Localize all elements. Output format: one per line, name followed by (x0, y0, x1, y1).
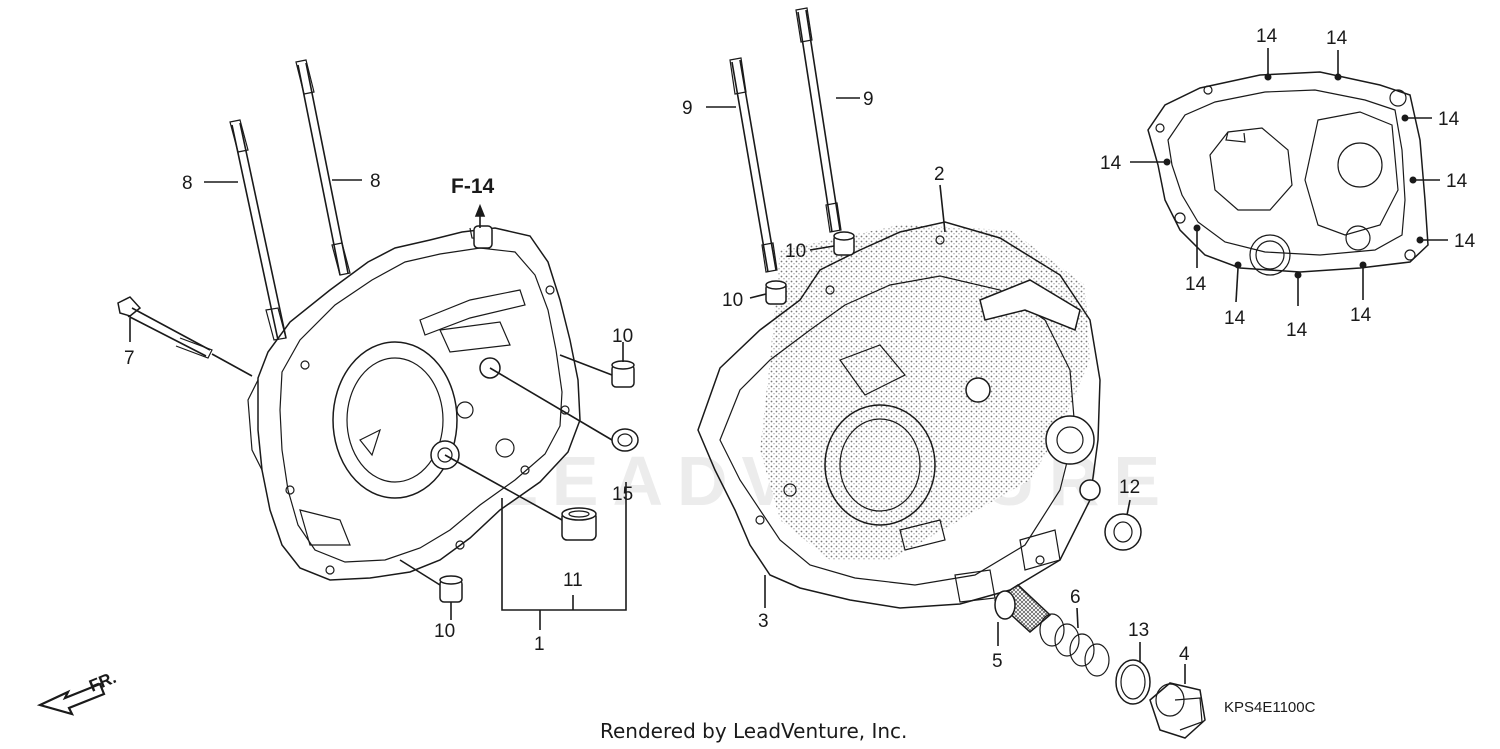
callout-14-bottom-center-right: 14 (1286, 320, 1308, 341)
front-direction-arrow-icon (36, 682, 106, 716)
stud-bolt-9a (729, 57, 778, 273)
flange-bolt-7 (117, 296, 253, 377)
leader-11 (444, 454, 563, 521)
diagram-code: KPS4E1100C (1224, 699, 1316, 716)
callout-14-top-left: 14 (1256, 26, 1278, 47)
left-crankcase-half (247, 225, 581, 581)
callout-3: 3 (758, 611, 769, 632)
callout-14-bottom-right: 14 (1350, 305, 1372, 326)
callout-5: 5 (992, 651, 1003, 672)
callout-14-bottom-center-left: 14 (1224, 308, 1246, 329)
callout-9-left: 9 (682, 98, 693, 119)
stud-bolt-8b (295, 59, 351, 276)
callout-4: 4 (1179, 644, 1190, 665)
leader-10a (559, 354, 613, 376)
oil-seal-15 (611, 428, 639, 452)
leader-15 (489, 367, 613, 441)
bracket-1 (501, 482, 627, 611)
callout-6: 6 (1070, 587, 1081, 608)
oil-seal-12 (1104, 513, 1142, 551)
o-ring-13 (1115, 659, 1151, 705)
dowel-pin-10-right-b (765, 280, 787, 305)
callout-10-lower-left: 10 (434, 621, 455, 642)
callout-8-left: 8 (182, 173, 193, 194)
callout-14-top-right: 14 (1326, 28, 1348, 49)
arrow-up-icon (474, 203, 486, 217)
callout-10-upper-right: 10 (785, 241, 806, 262)
callout-14-right-lower: 14 (1454, 231, 1476, 252)
oil-strainer-screen-5 (993, 584, 1052, 633)
callout-14-right-middle: 14 (1446, 171, 1468, 192)
dowel-pin-10-right-a (833, 231, 855, 256)
callout-9-right: 9 (863, 89, 874, 110)
callout-10-upper-left: 10 (612, 326, 633, 347)
drain-plug-4 (1149, 682, 1206, 739)
front-marker-label: FR. (86, 668, 119, 696)
callout-1: 1 (534, 634, 545, 655)
leader-10b (399, 559, 441, 586)
callout-14-left: 14 (1100, 153, 1122, 174)
stud-bolt-8a (229, 119, 287, 341)
footer-credit: Rendered by LeadVenture, Inc. (600, 719, 907, 743)
callout-13: 13 (1128, 620, 1149, 641)
callout-8-right: 8 (370, 171, 381, 192)
crankcase-gasket (1147, 71, 1429, 279)
spring-6 (1039, 613, 1110, 677)
callout-14-bottom-left: 14 (1185, 274, 1207, 295)
callout-12: 12 (1119, 477, 1140, 498)
stud-bolt-9b (795, 7, 842, 233)
dowel-pin-10-left-a (611, 360, 635, 388)
callout-14-right-upper: 14 (1438, 109, 1460, 130)
callout-10-lower-right: 10 (722, 290, 743, 311)
bearing-11 (561, 507, 597, 541)
callout-7: 7 (124, 348, 135, 369)
right-crankcase-half (697, 221, 1101, 609)
dowel-pin-10-left-b (439, 575, 463, 603)
callout-11: 11 (563, 570, 583, 591)
callout-15: 15 (612, 484, 633, 505)
reference-label-f14: F-14 (451, 175, 495, 198)
callout-2: 2 (934, 164, 945, 185)
